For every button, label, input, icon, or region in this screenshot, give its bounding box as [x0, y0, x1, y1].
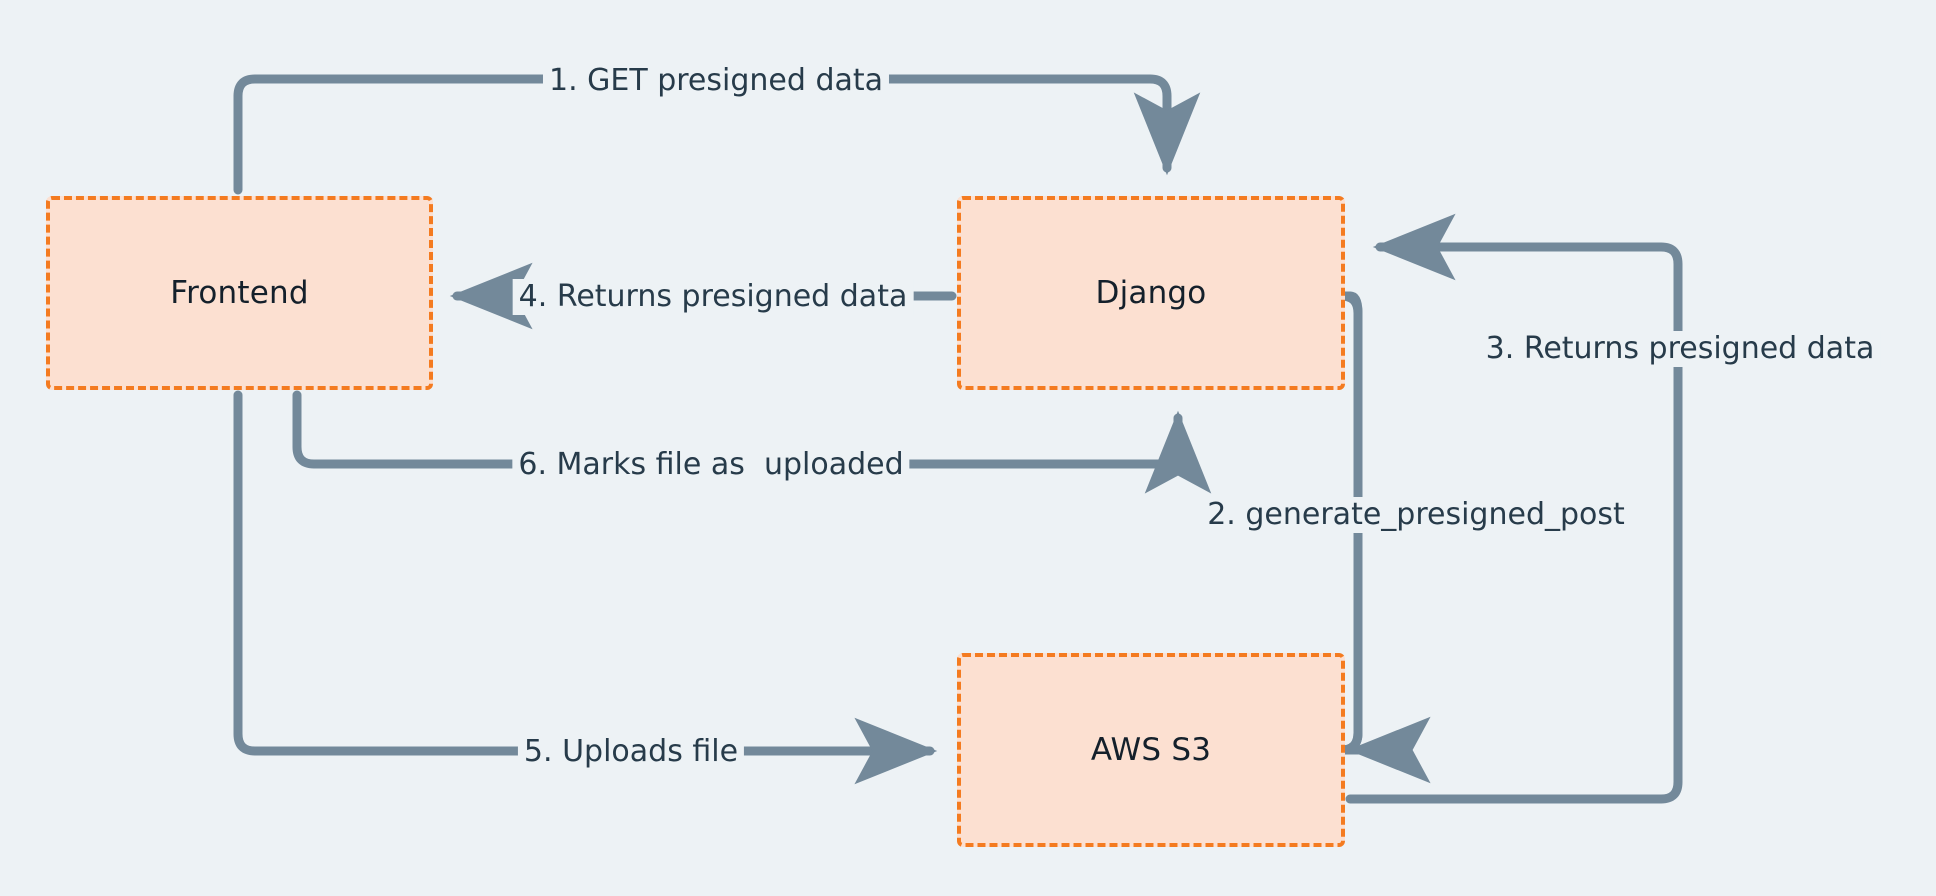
edge-label-5: 5. Uploads file: [517, 734, 745, 770]
edge-label-4: 4. Returns presigned data: [512, 279, 914, 315]
edge-label-2: 2. generate_presigned_post: [1201, 497, 1631, 533]
edge-path-3: [1345, 213, 1683, 804]
node-django-label: Django: [1095, 275, 1207, 311]
edge-label-6: 6. Marks file as uploaded: [512, 447, 910, 483]
node-aws-s3[interactable]: AWS S3: [957, 653, 1345, 847]
node-frontend[interactable]: Frontend: [46, 196, 433, 390]
node-frontend-label: Frontend: [170, 275, 309, 311]
edge-path-5: [233, 390, 938, 785]
node-django[interactable]: Django: [957, 196, 1345, 390]
edge-label-1: 1. GET presigned data: [542, 63, 890, 99]
node-aws-s3-label: AWS S3: [1090, 732, 1212, 768]
edge-label-3: 3. Returns presigned data: [1479, 331, 1881, 367]
